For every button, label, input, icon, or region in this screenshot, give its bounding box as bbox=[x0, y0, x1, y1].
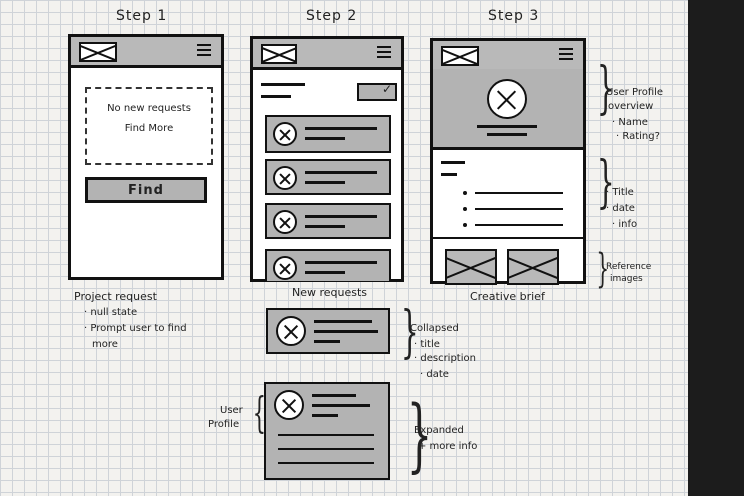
request-card[interactable] bbox=[265, 115, 391, 153]
hamburger-menu-icon[interactable] bbox=[377, 43, 391, 61]
top-bar bbox=[433, 41, 583, 72]
find-button[interactable]: Find bbox=[85, 177, 207, 203]
card-date-line bbox=[312, 414, 338, 417]
collapsed-note: · title bbox=[414, 339, 440, 350]
reference-image-icon[interactable] bbox=[445, 249, 497, 285]
profile-note: User Profile bbox=[606, 87, 664, 98]
top-bar bbox=[253, 39, 401, 70]
logo-placeholder-icon bbox=[441, 46, 479, 66]
card-date-line bbox=[314, 340, 340, 343]
card-subtitle-line bbox=[305, 271, 345, 274]
reference-image-icon[interactable] bbox=[507, 249, 559, 285]
info-line bbox=[475, 208, 563, 210]
user-profile-note: User bbox=[220, 405, 243, 416]
info-line bbox=[475, 224, 563, 226]
step-3-caption: Creative brief bbox=[470, 290, 545, 303]
card-subtitle-line bbox=[305, 225, 345, 228]
card-subtitle-line bbox=[305, 137, 345, 140]
avatar-placeholder-icon bbox=[276, 316, 306, 346]
step-2-phone: ✓ bbox=[250, 36, 404, 282]
step-3-title: Step 3 bbox=[488, 8, 540, 24]
bullet-dot bbox=[463, 223, 467, 227]
profile-rating-line bbox=[487, 133, 527, 136]
collapsed-note: Collapsed bbox=[410, 323, 459, 334]
card-title-line bbox=[312, 394, 356, 397]
profile-note: · Rating? bbox=[616, 131, 660, 142]
card-subtitle-line bbox=[305, 181, 345, 184]
step-1-title: Step 1 bbox=[116, 8, 168, 24]
info-line bbox=[475, 192, 563, 194]
step-1-caption: Project request bbox=[74, 290, 157, 303]
sort-dropdown[interactable]: ✓ bbox=[357, 82, 397, 101]
more-info-line bbox=[278, 448, 374, 450]
avatar-placeholder-icon bbox=[273, 210, 297, 234]
expanded-card[interactable] bbox=[264, 382, 390, 480]
card-description-line bbox=[314, 330, 378, 333]
card-description-line bbox=[312, 404, 370, 407]
hamburger-menu-icon[interactable] bbox=[197, 41, 211, 59]
empty-state-text: No new requests bbox=[107, 103, 191, 114]
brace: } bbox=[596, 150, 615, 215]
info-date-line bbox=[441, 173, 457, 176]
brace: } bbox=[596, 246, 610, 292]
info-note: · info bbox=[612, 219, 638, 230]
info-title-line bbox=[441, 161, 465, 164]
empty-state-box: No new requests Find More bbox=[85, 87, 213, 165]
table-edge bbox=[688, 0, 744, 496]
profile-overview-panel bbox=[433, 69, 583, 150]
images-note: Reference bbox=[606, 262, 652, 272]
chevron-down-icon: ✓ bbox=[381, 82, 392, 96]
profile-note: overview bbox=[608, 101, 654, 112]
avatar-placeholder-icon bbox=[274, 390, 304, 420]
avatar-placeholder-icon bbox=[273, 256, 297, 280]
request-card[interactable] bbox=[265, 203, 391, 239]
brace: } bbox=[400, 300, 419, 365]
info-note: · date bbox=[606, 203, 635, 214]
step-1-note: more bbox=[92, 339, 118, 350]
bullet-dot bbox=[463, 191, 467, 195]
more-info-line bbox=[278, 434, 374, 436]
step-2-caption: New requests bbox=[292, 286, 368, 299]
info-note: · Title bbox=[606, 187, 634, 198]
collapsed-note: · description bbox=[414, 353, 476, 364]
avatar-placeholder-icon bbox=[273, 166, 297, 190]
expanded-note: Expanded bbox=[414, 425, 464, 436]
brace: } bbox=[596, 56, 615, 121]
hamburger-menu-icon[interactable] bbox=[559, 45, 573, 63]
more-info-line bbox=[278, 462, 374, 464]
step-1-note: · Prompt user to find bbox=[84, 323, 187, 334]
avatar-placeholder-icon bbox=[273, 122, 297, 146]
header-line bbox=[261, 83, 305, 86]
profile-note: · Name bbox=[612, 117, 648, 128]
top-bar bbox=[71, 37, 221, 68]
brace: } bbox=[406, 388, 433, 481]
profile-avatar-icon bbox=[487, 79, 527, 119]
step-3-phone bbox=[430, 38, 586, 285]
step-2-title: Step 2 bbox=[306, 8, 358, 24]
card-title-line bbox=[305, 127, 377, 130]
expanded-note: + more info bbox=[418, 441, 478, 452]
collapsed-card[interactable] bbox=[266, 308, 390, 354]
divider bbox=[433, 237, 583, 239]
find-more-text[interactable]: Find More bbox=[124, 123, 174, 134]
step-1-phone: No new requests Find More Find bbox=[68, 34, 224, 280]
user-profile-note: Profile bbox=[208, 419, 240, 430]
request-card[interactable] bbox=[265, 159, 391, 195]
collapsed-note: · date bbox=[420, 369, 449, 380]
card-title-line bbox=[314, 320, 372, 323]
brace: } bbox=[252, 388, 267, 437]
card-title-line bbox=[305, 171, 377, 174]
bullet-dot bbox=[463, 207, 467, 211]
step-1-note: · null state bbox=[84, 307, 138, 318]
card-title-line bbox=[305, 261, 377, 264]
logo-placeholder-icon bbox=[261, 44, 297, 64]
images-note: images bbox=[610, 274, 643, 284]
card-title-line bbox=[305, 215, 377, 218]
request-card[interactable] bbox=[265, 249, 391, 281]
subheader-line bbox=[261, 95, 291, 98]
profile-name-line bbox=[477, 125, 537, 128]
find-button-label: Find bbox=[128, 183, 164, 198]
logo-placeholder-icon bbox=[79, 42, 117, 62]
